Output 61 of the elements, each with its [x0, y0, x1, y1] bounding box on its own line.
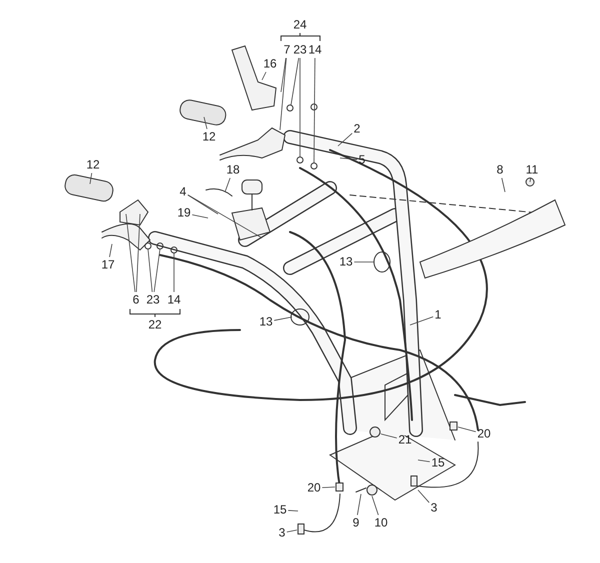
- callout-number: 3: [430, 502, 438, 514]
- callout-number: 12: [86, 158, 100, 172]
- leader-line: [314, 58, 316, 164]
- leader-line: [154, 248, 160, 292]
- leader-line: [224, 178, 230, 192]
- leader-line: [288, 510, 298, 512]
- callout-number: 23: [146, 294, 160, 306]
- callout-number: 20: [477, 428, 491, 440]
- callout-number: 14: [308, 44, 322, 56]
- leader-line: [410, 316, 434, 326]
- leader-line: [148, 248, 153, 292]
- callout-number: 3: [278, 526, 286, 540]
- leader-line: [501, 178, 506, 192]
- leader-line: [280, 58, 286, 92]
- callout-number: 11: [526, 164, 538, 176]
- leader-line: [126, 214, 136, 292]
- callout-number: 6: [132, 294, 140, 306]
- leader-line: [338, 132, 353, 146]
- leader-line: [187, 194, 262, 238]
- leader-line: [109, 244, 112, 258]
- callout-number: 4: [180, 186, 186, 198]
- leader-line: [530, 178, 532, 182]
- callout-number: 15: [273, 504, 287, 516]
- leader-line: [458, 426, 476, 432]
- callout-number: 17: [101, 258, 115, 272]
- leader-line: [372, 496, 379, 516]
- callout-number: 23: [293, 44, 307, 56]
- callout-number: 9: [352, 516, 360, 530]
- leader-line: [274, 316, 292, 321]
- callout-number: 19: [177, 206, 191, 220]
- callout-number: 7: [284, 44, 290, 56]
- callout-number: 21: [398, 434, 412, 446]
- leader-line: [380, 434, 398, 438]
- leader-line: [136, 214, 140, 292]
- leader-line: [418, 460, 430, 462]
- leader-line: [286, 530, 298, 532]
- callout-number: 22: [148, 318, 162, 332]
- callout-number: 16: [263, 58, 277, 70]
- leader-line: [418, 490, 430, 503]
- leader-line: [290, 58, 300, 106]
- callout-number: 10: [374, 516, 388, 530]
- callout-number: 20: [307, 482, 321, 494]
- callout-number: 13: [259, 316, 273, 328]
- leader-line: [280, 58, 287, 130]
- callout-number: 14: [167, 294, 181, 306]
- leader-line: [192, 214, 208, 218]
- leader-line: [322, 486, 336, 488]
- callout-number: 18: [226, 164, 240, 176]
- leader-line: [204, 116, 208, 130]
- leader-line: [340, 158, 358, 160]
- callout-number: 15: [431, 456, 445, 470]
- callout-number: 8: [496, 164, 504, 176]
- leader-line: [90, 172, 92, 184]
- callout-number: 2: [354, 122, 360, 136]
- callout-number: 24: [293, 18, 307, 32]
- callout-number: 1: [434, 308, 442, 322]
- leader-line: [187, 194, 218, 214]
- leader-line: [262, 72, 266, 80]
- leader-line: [356, 494, 362, 516]
- callout-number: 12: [202, 130, 216, 144]
- callout-number: 13: [339, 256, 353, 268]
